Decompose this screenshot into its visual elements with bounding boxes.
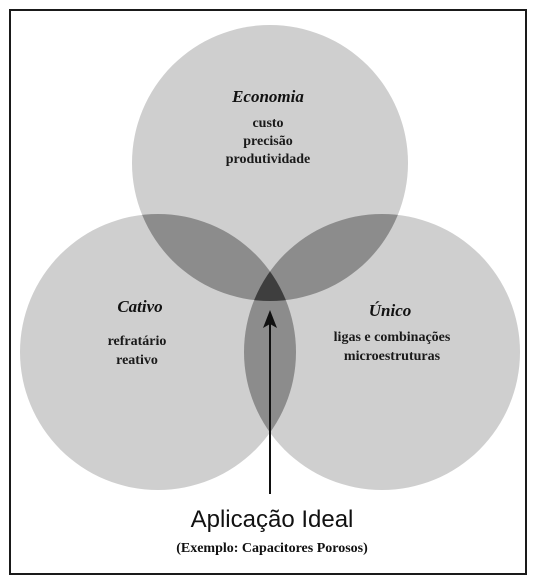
set-item: produtividade	[226, 152, 311, 167]
set-title-cativo: Cativo	[117, 297, 162, 316]
set-item: reativo	[116, 353, 158, 368]
center-label: Aplicação Ideal	[191, 506, 354, 533]
set-item: custo	[252, 116, 283, 131]
center-example: (Exemplo: Capacitores Porosos)	[176, 541, 368, 556]
set-item: refratário	[108, 334, 167, 349]
set-item: precisão	[243, 134, 293, 149]
set-item: microestruturas	[344, 349, 441, 364]
set-title-economia: Economia	[231, 87, 304, 106]
set-item: ligas e combinações	[334, 330, 451, 345]
set-title-unico: Único	[369, 301, 412, 320]
